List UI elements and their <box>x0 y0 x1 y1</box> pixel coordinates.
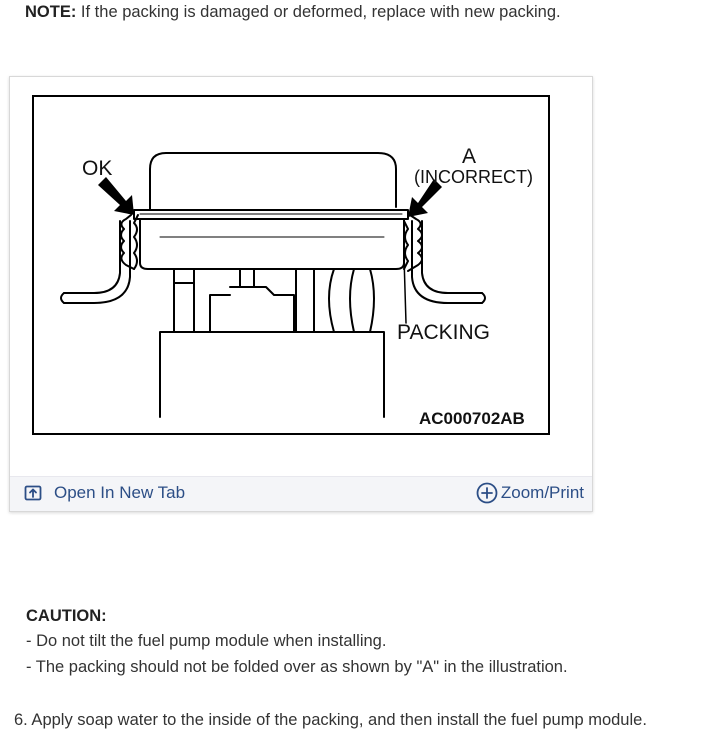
caution-item: - The packing should not be folded over … <box>26 658 568 676</box>
figure-card: OK A (INCORRECT) PACKING AC000702AB Open… <box>9 76 593 512</box>
zoom-print-link[interactable]: Zoom/Print <box>476 482 584 504</box>
incorrect-arrow-icon <box>408 179 442 217</box>
left-seal-ok <box>120 214 135 270</box>
label-a: A <box>462 145 477 168</box>
open-in-new-tab-label: Open In New Tab <box>54 483 186 502</box>
caution-title: CAUTION: <box>26 607 107 625</box>
label-incorrect: (INCORRECT) <box>414 167 533 187</box>
pump-flange <box>133 209 409 220</box>
note-paragraph: NOTE: If the packing is damaged or defor… <box>25 3 561 22</box>
pump-body <box>159 331 385 418</box>
figure-card-footer: Open In New Tab Zoom/Print <box>10 476 592 511</box>
zoom-plus-icon <box>476 482 498 504</box>
step-instruction: 6. Apply soap water to the inside of the… <box>14 711 647 729</box>
open-new-tab-icon <box>24 485 42 501</box>
pump-cover <box>149 152 397 211</box>
open-in-new-tab-link[interactable]: Open In New Tab <box>24 483 185 503</box>
note-label: NOTE: <box>25 3 77 21</box>
pump-housing <box>139 218 405 270</box>
ok-arrow-icon <box>98 177 134 215</box>
figure-code: AC000702AB <box>419 409 525 428</box>
note-text: If the packing is damaged or deformed, r… <box>76 3 561 21</box>
caution-item: - Do not tilt the fuel pump module when … <box>26 632 387 650</box>
right-tank-panel <box>421 220 483 294</box>
illustration-frame: OK A (INCORRECT) PACKING AC000702AB <box>32 95 550 435</box>
label-packing: PACKING <box>397 321 490 344</box>
fuel-pump-packing-illustration <box>60 152 486 418</box>
right-seal-incorrect <box>407 214 423 272</box>
label-ok: OK <box>82 157 113 180</box>
left-tank-panel <box>63 220 121 294</box>
zoom-print-label: Zoom/Print <box>500 483 584 502</box>
